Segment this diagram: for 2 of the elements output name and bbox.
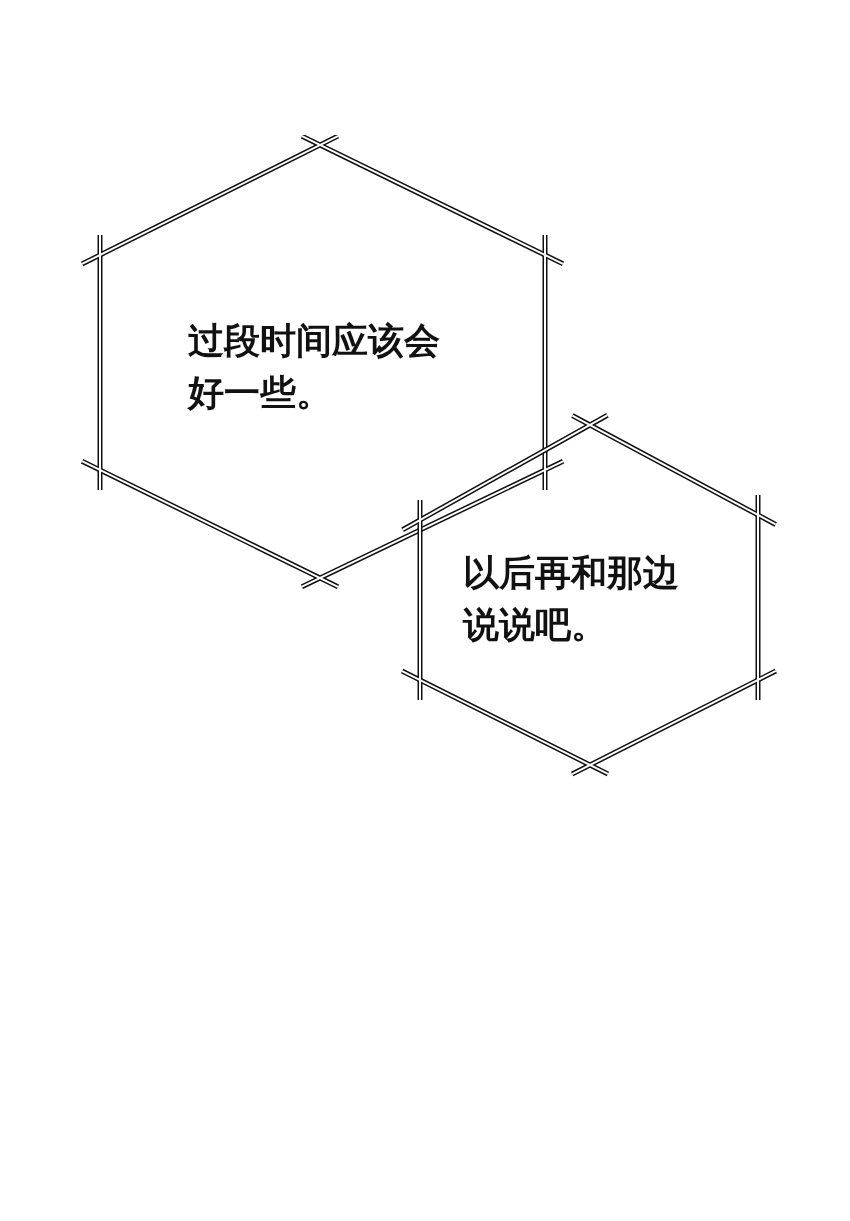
speech-text: 过段时间应该会好一些。 <box>188 319 441 415</box>
speech-text: 以后再和那边说说吧。 <box>463 551 680 647</box>
